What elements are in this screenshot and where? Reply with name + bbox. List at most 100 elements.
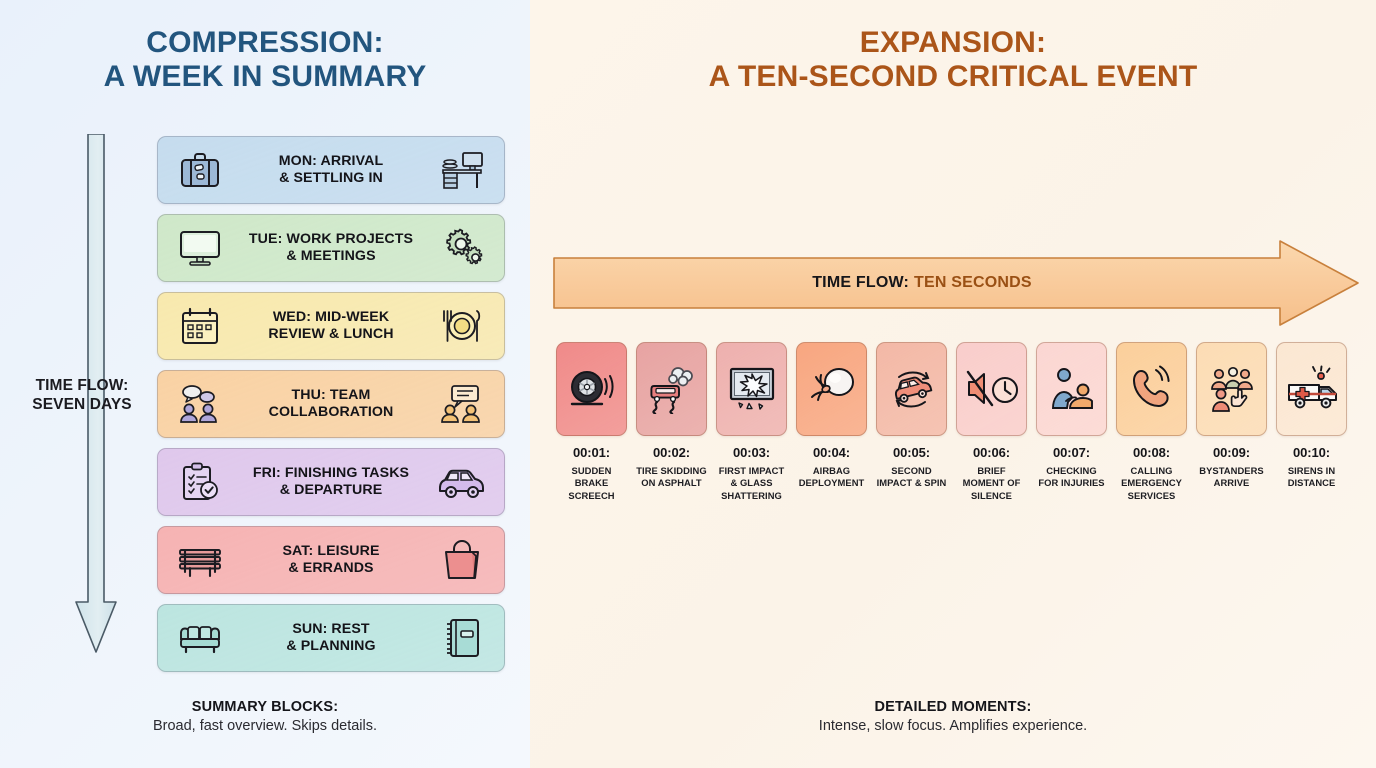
- day-block-line2: & DEPARTURE: [279, 482, 383, 498]
- moment-description: SIRENS IN DISTANCE: [1287, 465, 1336, 489]
- day-block-label: MON: ARRIVAL& SETTLING IN: [231, 153, 431, 188]
- time-flow-left-line2: SEVEN DAYS: [32, 396, 132, 414]
- day-block-line1: MON: ARRIVAL: [278, 152, 384, 169]
- moment-description: BRIEF MOMENT OF SILENCE: [962, 465, 1021, 501]
- left-title-line2: A WEEK IN SUMMARY: [103, 60, 427, 94]
- left-footer: SUMMARY BLOCKS: Broad, fast overview. Sk…: [0, 699, 530, 734]
- suitcase-icon: [169, 150, 231, 190]
- day-block-5[interactable]: FRI: FINISHING TASKS& DEPARTURE: [157, 448, 505, 516]
- left-title-line1: COMPRESSION:: [146, 26, 384, 59]
- crowd-people-icon: [1205, 365, 1259, 413]
- time-flow-right-arrow: TIME FLOW: TEN SECONDS: [552, 238, 1360, 328]
- day-block-line2: COLLABORATION: [268, 404, 394, 420]
- day-block-1[interactable]: MON: ARRIVAL& SETTLING IN: [157, 136, 505, 204]
- day-block-label: SAT: LEISURE& ERRANDS: [231, 543, 431, 578]
- moment-timestamp: 00:06:: [973, 445, 1010, 460]
- day-block-2[interactable]: TUE: WORK PROJECTS& MEETINGS: [157, 214, 505, 282]
- mute-clock-icon: [965, 366, 1019, 412]
- day-block-7[interactable]: SUN: REST& PLANNING: [157, 604, 505, 672]
- moment-card[interactable]: [716, 342, 787, 436]
- bench-icon: [169, 541, 231, 579]
- moment-card[interactable]: [556, 342, 627, 436]
- right-title-line2: A TEN-SECOND CRITICAL EVENT: [708, 60, 1198, 94]
- day-block-line1: SAT: LEISURE: [282, 542, 380, 559]
- left-footer-title: SUMMARY BLOCKS:: [191, 699, 339, 715]
- compression-panel: COMPRESSION: A WEEK IN SUMMARY TIME FLOW…: [0, 0, 530, 768]
- moment-1[interactable]: 00:01:SUDDEN BRAKE SCREECH: [556, 342, 627, 502]
- day-block-label: TUE: WORK PROJECTS& MEETINGS: [231, 231, 431, 266]
- right-panel-title: EXPANSION: A TEN-SECOND CRITICAL EVENT: [530, 26, 1376, 94]
- moment-3[interactable]: 00:03:FIRST IMPACT & GLASS SHATTERING: [716, 342, 787, 502]
- moment-timestamp: 00:02:: [653, 445, 690, 460]
- moment-description: AIRBAG DEPLOYMENT: [798, 465, 865, 489]
- plate-cutlery-icon: [431, 306, 493, 346]
- time-flow-left-label: TIME FLOW: SEVEN DAYS: [0, 376, 164, 414]
- moment-card[interactable]: [796, 342, 867, 436]
- moment-card[interactable]: [876, 342, 947, 436]
- moment-6[interactable]: 00:06: BRIEF MOMENT OF SILENCE: [956, 342, 1027, 502]
- moment-card[interactable]: [1036, 342, 1107, 436]
- right-footer-subtitle: Intense, slow focus. Amplifies experienc…: [818, 718, 1088, 734]
- moment-card[interactable]: [636, 342, 707, 436]
- moment-description: CHECKING FOR INJURIES: [1038, 465, 1105, 489]
- car-smoke-skid-icon: [645, 364, 699, 414]
- expansion-panel: EXPANSION: A TEN-SECOND CRITICAL EVENT T…: [530, 0, 1376, 768]
- time-flow-right-key: TIME FLOW:: [812, 274, 909, 291]
- first-aid-person-icon: [1046, 365, 1098, 413]
- moment-description: SECOND IMPACT & SPIN: [876, 465, 947, 489]
- tire-skid-icon: [566, 365, 618, 413]
- time-flow-left-line1: TIME FLOW:: [35, 377, 129, 394]
- desk-computer-icon: [431, 150, 493, 190]
- clipboard-check-icon: [169, 462, 231, 502]
- moment-description: SUDDEN BRAKE SCREECH: [568, 465, 615, 501]
- airbag-icon: [806, 365, 858, 413]
- moment-timestamp: 00:07:: [1053, 445, 1090, 460]
- day-block-line1: FRI: FINISHING TASKS: [252, 464, 410, 481]
- moment-10[interactable]: 00:10:SIRENS IN DISTANCE: [1276, 342, 1347, 502]
- moment-card[interactable]: [1196, 342, 1267, 436]
- moment-timestamp: 00:04:: [813, 445, 850, 460]
- moment-timestamp: 00:03:: [733, 445, 770, 460]
- time-flow-right-label: TIME FLOW: TEN SECONDS: [552, 238, 1360, 328]
- left-panel-title: COMPRESSION: A WEEK IN SUMMARY: [0, 26, 530, 94]
- shattered-glass-icon: [726, 364, 778, 414]
- day-block-line1: TUE: WORK PROJECTS: [248, 230, 414, 247]
- monitor-icon: [169, 228, 231, 268]
- moment-9[interactable]: 00:09: BYSTANDERS ARRIVE: [1196, 342, 1267, 502]
- moment-timestamp: 00:09:: [1213, 445, 1250, 460]
- moment-4[interactable]: 00:04: AIRBAG DEPLOYMENT: [796, 342, 867, 502]
- week-blocks-list: MON: ARRIVAL& SETTLING IN TUE: WORK PROJE…: [157, 136, 505, 682]
- day-block-line1: THU: TEAM: [291, 386, 371, 403]
- sofa-icon: [169, 619, 231, 657]
- moment-8[interactable]: 00:08:CALLING EMERGENCY SERVICES: [1116, 342, 1187, 502]
- moment-card[interactable]: [956, 342, 1027, 436]
- day-block-line2: & PLANNING: [286, 638, 376, 654]
- phone-ringing-icon: [1126, 365, 1178, 413]
- moment-2[interactable]: 00:02:TIRE SKIDDING ON ASPHALT: [636, 342, 707, 502]
- moment-5[interactable]: 00:05: SECOND IMPACT & SPIN: [876, 342, 947, 502]
- moment-timestamp: 00:08:: [1133, 445, 1170, 460]
- left-footer-subtitle: Broad, fast overview. Skips details.: [152, 718, 378, 734]
- day-block-line1: SUN: REST: [292, 620, 370, 637]
- moment-card[interactable]: [1276, 342, 1347, 436]
- calendar-icon: [169, 306, 231, 346]
- chat-people-icon: [431, 384, 493, 424]
- day-block-6[interactable]: SAT: LEISURE& ERRANDS: [157, 526, 505, 594]
- right-arrow-shape: [553, 240, 1359, 326]
- time-flow-down-arrow: [75, 134, 117, 653]
- notebook-icon: [431, 617, 493, 659]
- moment-card[interactable]: [1116, 342, 1187, 436]
- moment-description: BYSTANDERS ARRIVE: [1199, 465, 1264, 489]
- speech-bubbles-people-icon: [169, 384, 231, 424]
- gears-icon: [431, 228, 493, 268]
- moment-timestamp: 00:05:: [893, 445, 930, 460]
- day-block-label: FRI: FINISHING TASKS& DEPARTURE: [231, 465, 431, 500]
- ambulance-icon: [1284, 365, 1340, 413]
- moment-7[interactable]: 00:07: CHECKING FOR INJURIES: [1036, 342, 1107, 502]
- time-flow-right-value: TEN SECONDS: [914, 274, 1032, 291]
